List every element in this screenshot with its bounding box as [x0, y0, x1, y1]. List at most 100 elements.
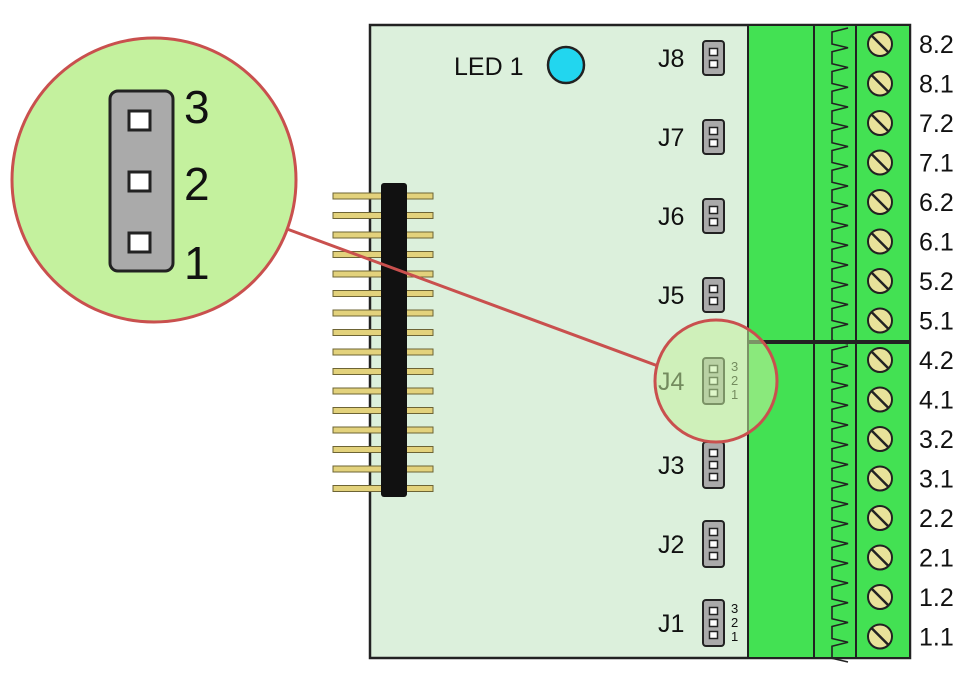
terminal-label: 4.1	[919, 387, 954, 415]
jumper-pin	[708, 630, 719, 640]
jumper-pin	[708, 205, 719, 215]
jumper-pin-label: 3	[731, 601, 738, 616]
screw-slot	[871, 509, 889, 527]
terminal-7-1: 7.1	[867, 149, 954, 178]
terminal-2-2: 2.2	[867, 505, 954, 533]
jumper-pin	[708, 539, 719, 549]
screw-slot	[871, 588, 889, 606]
jumper-label: J5	[658, 282, 684, 310]
terminal-label: 2.2	[919, 505, 954, 533]
terminal-label: 6.2	[919, 189, 954, 217]
jumper-pin	[708, 448, 719, 458]
screw-slot	[871, 548, 889, 567]
jumper-body	[702, 198, 725, 234]
zoom-pin-3	[127, 109, 152, 132]
screw-slot	[871, 74, 889, 93]
screw-slot	[871, 430, 889, 448]
screw-slot	[871, 627, 889, 646]
terminal-clamp-outline	[831, 345, 849, 663]
jumper-label: J3	[658, 452, 684, 480]
terminal-label: 2.1	[919, 545, 954, 573]
terminal-label: 4.2	[919, 347, 954, 375]
jumper-j5: J5	[658, 277, 725, 313]
jumper-pin	[708, 472, 719, 482]
pin-header-connector	[332, 183, 434, 497]
terminal-2-1: 2.1	[867, 544, 954, 573]
terminal-block-group: 8.2 8.1 7.2 7.1 6.2 6.1 5.2 5.1 4.2 4.1 3.2 3.1 2.2 2…	[747, 24, 954, 663]
jumper-body	[702, 277, 725, 313]
terminal-8-1: 8.1	[867, 70, 954, 99]
jumper-pin	[708, 217, 719, 227]
terminal-6-2: 6.2	[867, 189, 954, 217]
j4-highlight-circle	[653, 318, 779, 444]
led-indicator-icon	[546, 45, 586, 85]
jumper-body	[702, 119, 725, 155]
terminal-4-2: 4.2	[867, 347, 954, 375]
terminal-6-1: 6.1	[867, 228, 954, 257]
terminal-label: 7.2	[919, 110, 954, 138]
jumper-body	[702, 40, 725, 76]
jumper-pin	[708, 284, 719, 294]
jumper-pin	[708, 618, 719, 628]
terminal-4-1: 4.1	[867, 386, 954, 415]
jumper-pin	[708, 126, 719, 136]
screw-slot	[871, 272, 889, 290]
terminal-label: 1.2	[919, 584, 954, 612]
jumper-label: J2	[658, 531, 684, 559]
jumper-pin	[708, 460, 719, 470]
jumper-pin	[708, 138, 719, 148]
zoom-pin-1	[127, 231, 152, 254]
zoom-pin-2	[127, 170, 152, 193]
jumper-pin	[708, 59, 719, 69]
terminal-label: 5.1	[919, 308, 954, 336]
screw-slot	[871, 390, 889, 409]
jumper-label: J7	[658, 124, 684, 152]
terminal-label: 7.1	[919, 150, 954, 178]
jumper-j2: J2	[658, 520, 725, 568]
jumper-zoom-detail: 3 2 1	[10, 36, 298, 324]
jumper-j6: J6	[658, 198, 725, 234]
terminal-5-2: 5.2	[867, 268, 954, 296]
terminal-label: 5.2	[919, 268, 954, 296]
zoom-pin-label-1: 1	[184, 237, 210, 289]
terminal-8-2: 8.2	[867, 31, 954, 59]
terminal-label: 3.2	[919, 426, 954, 454]
jumper-j8: J8	[658, 40, 725, 76]
terminal-label: 8.1	[919, 71, 954, 99]
zoom-pin-label-3: 3	[184, 81, 210, 133]
jumper-label: J8	[658, 45, 684, 73]
jumper-j1: J1 321	[658, 599, 738, 647]
terminal-1-1: 1.1	[867, 623, 954, 652]
terminal-3-1: 3.1	[867, 465, 954, 494]
jumper-label: J6	[658, 203, 684, 231]
led-label: LED 1	[454, 53, 523, 81]
terminal-label: 3.1	[919, 466, 954, 494]
screw-slot	[871, 232, 889, 251]
screw-slot	[871, 35, 889, 53]
jumper-pin	[708, 47, 719, 57]
zoom-pin-label-2: 2	[184, 158, 210, 210]
terminal-5-1: 5.1	[867, 307, 954, 336]
terminal-label: 1.1	[919, 624, 954, 652]
terminal-clamp-outline	[831, 27, 849, 345]
jumper-j3: J3	[658, 441, 725, 489]
jumper-pin-label: 2	[731, 615, 738, 630]
header-connector-body	[381, 183, 407, 497]
terminal-3-2: 3.2	[867, 426, 954, 454]
jumper-j7: J7	[658, 119, 725, 155]
terminal-1-2: 1.2	[867, 584, 954, 612]
jumper-pin	[708, 606, 719, 616]
zoom-connector-line	[286, 227, 659, 368]
screw-slot	[871, 311, 889, 330]
jumper-label: J1	[658, 610, 684, 638]
screw-slot	[871, 351, 889, 369]
jumper-pin	[708, 527, 719, 537]
screw-slot	[871, 193, 889, 211]
screw-slot	[871, 153, 889, 172]
jumper-pin	[708, 296, 719, 306]
screw-slot	[871, 469, 889, 488]
jumper-pin	[708, 551, 719, 561]
terminal-label: 8.2	[919, 31, 954, 59]
jumper-pin-label: 1	[731, 629, 738, 644]
